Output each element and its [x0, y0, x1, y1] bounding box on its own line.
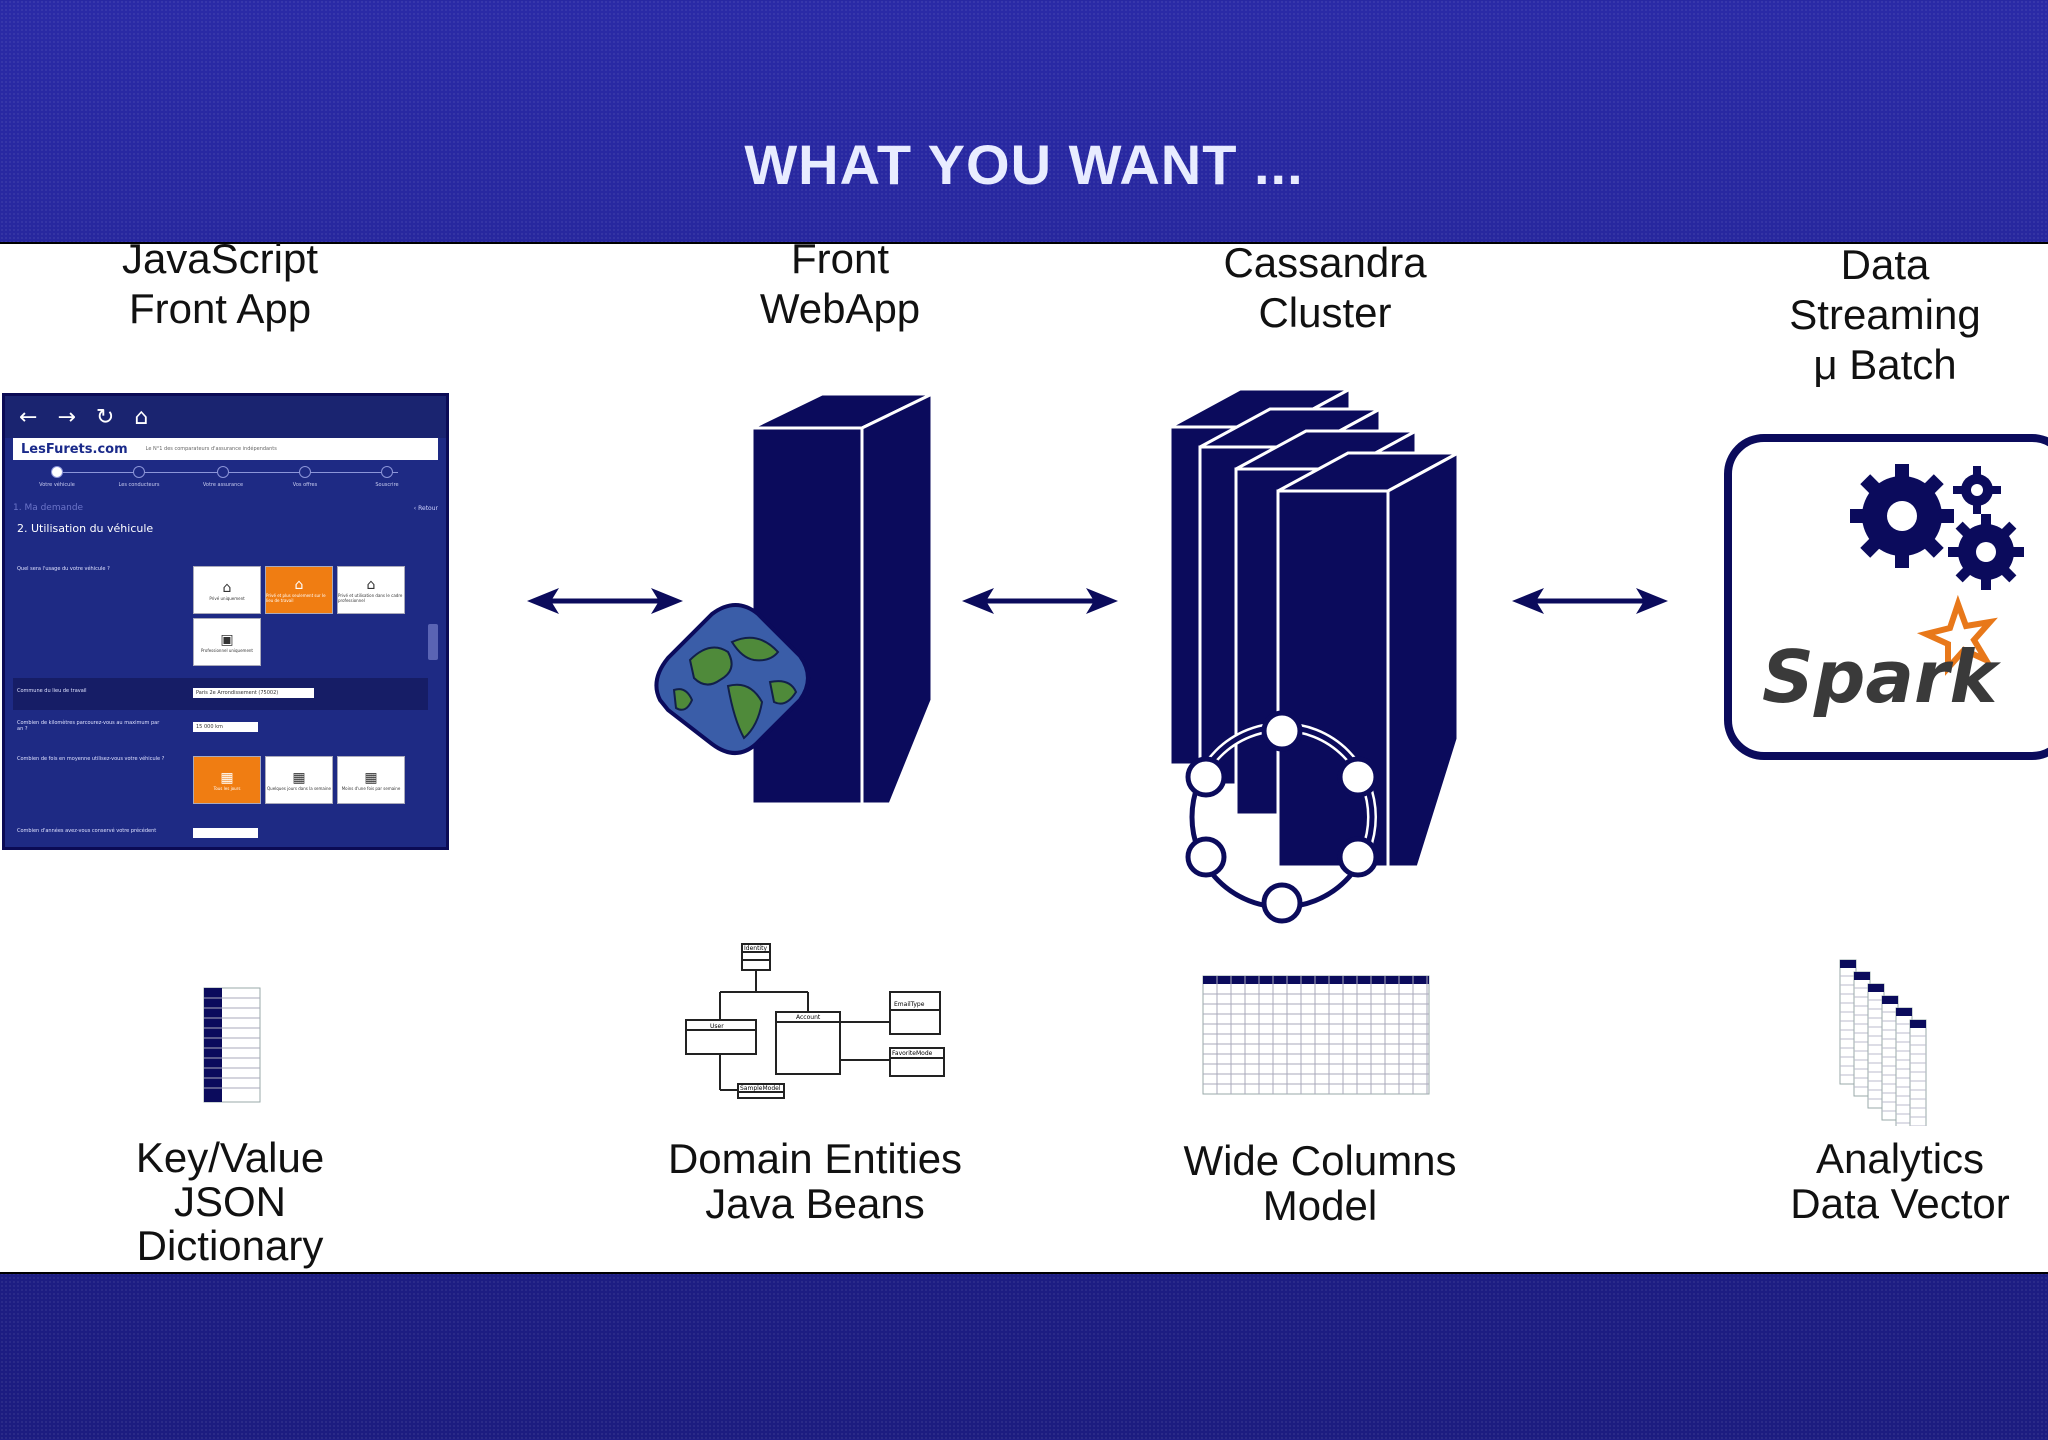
- spark-logo-box: Spark: [1724, 434, 2048, 760]
- slide-title: WHAT YOU WANT ...: [744, 133, 1304, 196]
- option-some-days[interactable]: ▦Quelques jours dans la semaine: [265, 756, 333, 804]
- wide-columns-label-line2: Model: [1262, 1182, 1378, 1229]
- side-tab[interactable]: [428, 624, 438, 660]
- cassandra-label-line2: Cluster: [1258, 289, 1392, 336]
- analytics-label-line2: Data Vector: [1790, 1180, 2010, 1227]
- step-5[interactable]: Souscrire: [357, 466, 417, 488]
- calendar-icon: ▦: [292, 769, 306, 786]
- reload-icon[interactable]: ↻: [95, 404, 115, 430]
- data-vector-icon: [1839, 959, 1927, 1126]
- key-value-label-line2: JSON: [173, 1178, 286, 1225]
- streaming-label-line2: Streaming: [1789, 291, 1981, 338]
- spark-star-icon: [1916, 594, 1998, 676]
- uml-class-emailtype: EmailType: [894, 1001, 925, 1008]
- uml-class-favoritemode: FavoriteMode: [892, 1050, 933, 1057]
- arrow-app-webapp: [527, 588, 683, 614]
- question-km: Combien de kilomètres parcourez-vous au …: [17, 720, 160, 732]
- forward-arrow-icon[interactable]: →: [57, 404, 76, 430]
- breadcrumb: 1. Ma demande ‹ Retour: [13, 500, 438, 516]
- key-value-label-line1: Key/Value: [135, 1134, 325, 1181]
- cassandra-label: Cassandra Cluster: [1160, 238, 1490, 338]
- uml-class-account: Account: [796, 1014, 821, 1021]
- back-arrow-icon[interactable]: ←: [19, 404, 38, 430]
- section-title: 2. Utilisation du véhicule: [17, 522, 154, 535]
- step-4[interactable]: Vos offres: [275, 466, 335, 488]
- cassandra-label-line1: Cassandra: [1223, 239, 1427, 286]
- js-front-app-screenshot: ← → ↻ ⌂ LesFurets.com Le N°1 des compara…: [2, 393, 449, 850]
- cassandra-cluster-icon: [1168, 386, 1460, 924]
- option-less-weekly[interactable]: ▦Moins d'une fois par semaine: [337, 756, 405, 804]
- arrow-webapp-cassandra: [962, 588, 1118, 614]
- house-icon: ⌂: [294, 577, 304, 593]
- wide-columns-label-line1: Wide Columns: [1183, 1137, 1457, 1184]
- web-server-icon: [654, 391, 934, 806]
- question-years: Combien d'années avez-vous conservé votr…: [17, 828, 157, 834]
- option-professional-only[interactable]: ▣Professionnel uniquement: [193, 618, 261, 666]
- question-usage: Quel sera l'usage du votre véhicule ?: [17, 566, 110, 572]
- uml-class-diagram-icon: Identity User Account EmailType Favorite…: [685, 943, 945, 1099]
- calendar-icon: ▦: [364, 769, 378, 786]
- question-frequency: Combien de fois en moyenne utilisez-vous…: [17, 756, 165, 762]
- km-select[interactable]: 15 000 km: [193, 722, 258, 732]
- wide-columns-table-icon: [1202, 975, 1430, 1095]
- webapp-label-line2: WebApp: [759, 285, 921, 332]
- webapp-label-line1: Front: [790, 235, 890, 282]
- arrow-cassandra-spark: [1512, 588, 1668, 614]
- site-logo: LesFurets.com: [21, 441, 128, 457]
- streaming-label-line3: μ Batch: [1813, 341, 1957, 388]
- uml-class-user: User: [710, 1023, 724, 1030]
- key-value-icon: [203, 987, 261, 1103]
- step-1[interactable]: Votre véhicule: [27, 466, 87, 488]
- option-private-only[interactable]: ⌂Privé uniquement: [193, 566, 261, 614]
- app-header: LesFurets.com Le N°1 des comparateurs d'…: [13, 438, 438, 460]
- breadcrumb-text: 1. Ma demande: [13, 503, 84, 513]
- analytics-label-line1: Analytics: [1815, 1135, 1985, 1182]
- option-private-professional[interactable]: ⌂Privé et utilisation dans le cadre prof…: [337, 566, 405, 614]
- site-tagline: Le N°1 des comparateurs d'assurance indé…: [145, 446, 277, 452]
- analytics-label: Analytics Data Vector: [1730, 1136, 2048, 1226]
- key-value-label-line3: Dictionary: [136, 1222, 324, 1269]
- gears-icon: [1850, 464, 2024, 590]
- option-every-day[interactable]: ▦Tous les jours: [193, 756, 261, 804]
- home-icon[interactable]: ⌂: [134, 404, 149, 430]
- workplace-input[interactable]: Paris 2e Arrondissement (75002): [193, 688, 314, 698]
- js-app-label: JavaScript Front App: [60, 234, 380, 334]
- domain-entities-label: Domain Entities Java Beans: [630, 1136, 1000, 1226]
- webapp-label: Front WebApp: [680, 234, 1000, 334]
- uml-class-identity: Identity: [744, 945, 767, 952]
- spark-wordmark: Spark: [1762, 635, 2001, 719]
- streaming-label-line1: Data: [1840, 241, 1930, 288]
- back-link[interactable]: ‹ Retour: [413, 504, 438, 512]
- uml-class-samplemodel: SampleModel: [740, 1085, 781, 1092]
- domain-entities-label-line2: Java Beans: [705, 1180, 925, 1227]
- calendar-icon: ▦: [220, 769, 234, 786]
- step-2[interactable]: Les conducteurs: [109, 466, 169, 488]
- globe-icon: [654, 603, 810, 755]
- streaming-label: Data Streaming μ Batch: [1720, 240, 2048, 390]
- wide-columns-label: Wide Columns Model: [1150, 1138, 1490, 1228]
- js-app-label-line2: Front App: [128, 285, 312, 332]
- step-3[interactable]: Votre assurance: [193, 466, 253, 488]
- ring-icon: [1185, 710, 1379, 924]
- house-icon: ⌂: [222, 579, 232, 596]
- key-value-label: Key/Value JSON Dictionary: [70, 1136, 390, 1268]
- question-workplace: Commune du lieu de travail: [17, 688, 87, 694]
- progress-steps: Votre véhicule Les conducteurs Votre ass…: [13, 460, 438, 500]
- server-stack-4: [1276, 450, 1460, 869]
- js-app-label-line1: JavaScript: [121, 235, 319, 282]
- years-select[interactable]: [193, 828, 258, 838]
- browser-toolbar: ← → ↻ ⌂: [5, 396, 446, 438]
- briefcase-icon: ▣: [220, 631, 234, 648]
- option-private-work-trip[interactable]: ⌂Privé et plus seulement sur le lieu de …: [265, 566, 333, 614]
- house-briefcase-icon: ⌂: [366, 577, 376, 593]
- domain-entities-label-line1: Domain Entities: [667, 1135, 963, 1182]
